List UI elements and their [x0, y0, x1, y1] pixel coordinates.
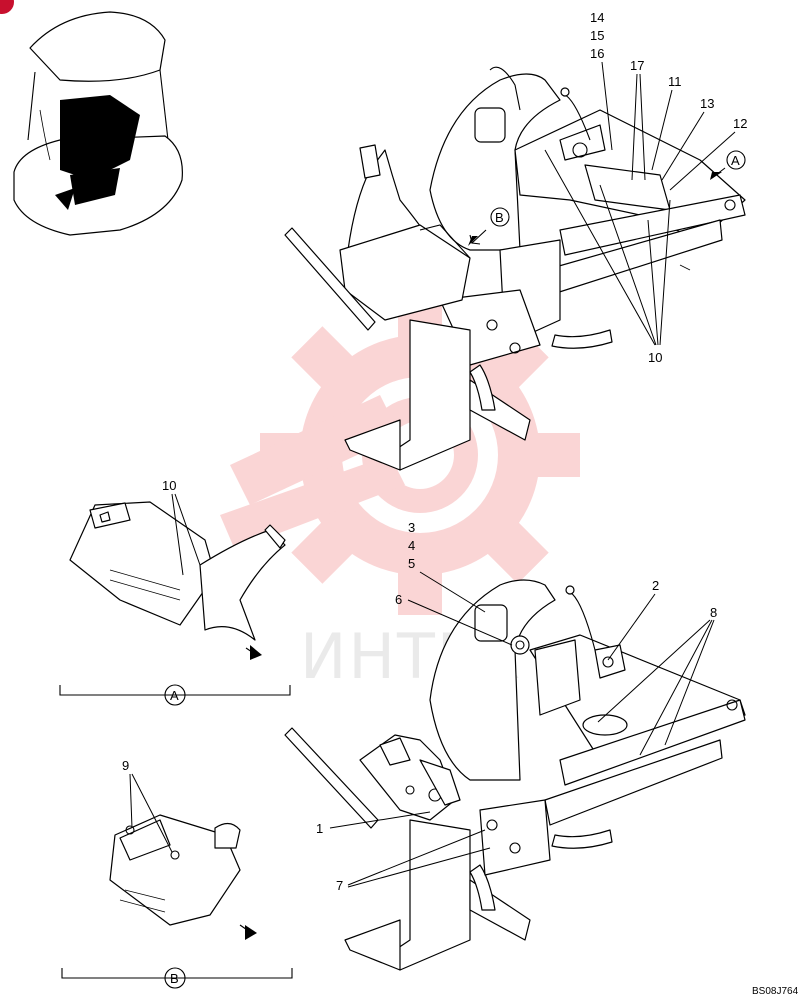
- callout-6: 6: [395, 592, 402, 607]
- bottom-assembly: 3 4 5 6 2 8 1 7: [284, 520, 746, 971]
- callout-16: 16: [590, 46, 604, 61]
- callout-12: 12: [733, 116, 747, 131]
- callout-11: 11: [668, 74, 682, 89]
- view-a-arrow-top: A: [710, 150, 746, 180]
- machine-thumbnail: [0, 0, 183, 236]
- callout-4: 4: [408, 538, 415, 553]
- callout-13: 13: [700, 96, 714, 111]
- callout-10-top: 10: [648, 350, 662, 365]
- arrow-b-label-top: B: [495, 210, 504, 225]
- top-assembly: B A 14 15 16 17 11 13 12 10: [284, 10, 747, 471]
- view-a-label: A: [170, 688, 179, 703]
- top-callouts: 14 15 16 17 11 13 12 10: [544, 10, 747, 365]
- callout-3: 3: [408, 520, 415, 535]
- watermark-logo: ИНТЕХ: [220, 295, 580, 693]
- view-b-arrow-top: B: [468, 207, 510, 246]
- callout-7: 7: [336, 878, 343, 893]
- callout-10-view-a: 10: [162, 478, 176, 493]
- callout-2: 2: [652, 578, 659, 593]
- callout-5: 5: [408, 556, 415, 571]
- document-code: BS08J764: [752, 986, 799, 997]
- callout-8: 8: [710, 605, 717, 620]
- callout-14: 14: [590, 10, 604, 25]
- callout-9-view-b: 9: [122, 758, 129, 773]
- callout-17: 17: [630, 58, 644, 73]
- callout-1: 1: [316, 821, 323, 836]
- detail-view-b: 9 B: [61, 758, 293, 989]
- arrow-a-label-top: A: [731, 153, 740, 168]
- bottom-callouts: 3 4 5 6 2 8 1 7: [316, 520, 717, 893]
- callout-15: 15: [590, 28, 604, 43]
- thumbnail-corner-badge: [0, 0, 14, 14]
- detail-view-a: 10 A: [59, 478, 291, 706]
- view-b-label: B: [170, 971, 179, 986]
